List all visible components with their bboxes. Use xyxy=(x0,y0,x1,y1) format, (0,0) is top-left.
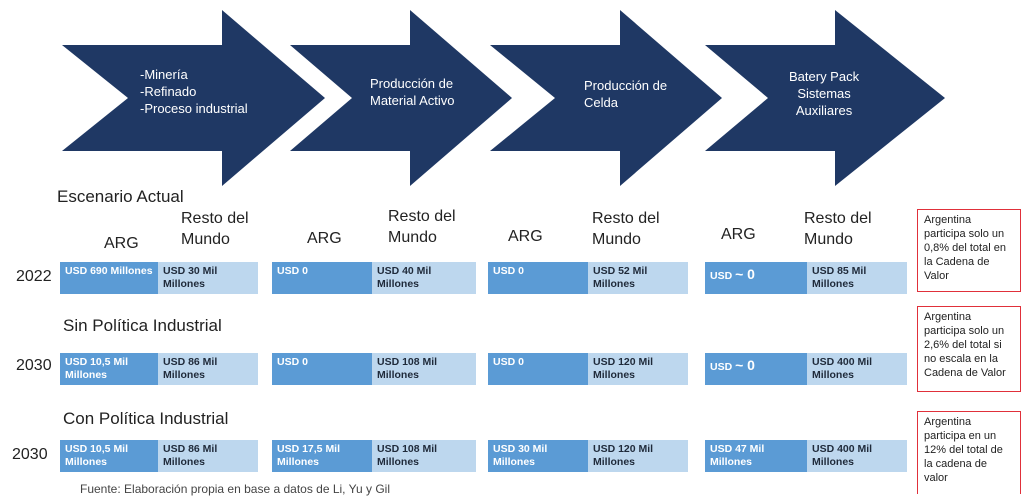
rest-value-cell: USD 108 Mil Millones xyxy=(372,353,476,385)
col-header-rest-4: Resto del Mundo xyxy=(804,210,872,248)
arg-value-cell: USD 30 Mil Millones xyxy=(488,440,588,472)
col-header-arg-3: ARG xyxy=(508,228,543,245)
stage-label-1: -Minería -Refinado -Proceso industrial xyxy=(140,67,248,116)
note-box: Argentina participa solo un 2,6% del tot… xyxy=(917,306,1021,392)
year-label: 2022 xyxy=(16,268,52,285)
col-header-arg-2: ARG xyxy=(307,230,342,247)
rest-value-cell: USD 30 Mil Millones xyxy=(158,262,258,294)
stage-arrow-2 xyxy=(290,10,512,186)
arg-value-cell: USD 0 xyxy=(272,262,372,294)
note-box: Argentina participa en un 12% del total … xyxy=(917,411,1021,494)
col-header-arg-1: ARG xyxy=(104,235,139,252)
arg-value-cell: USD 0 xyxy=(488,262,588,294)
rest-value-cell: USD 52 Mil Millones xyxy=(588,262,688,294)
rest-value-cell: USD 86 Mil Millones xyxy=(158,440,258,472)
rest-value-cell: USD 85 Mil Millones xyxy=(807,262,907,294)
stage-arrow-1 xyxy=(62,10,325,186)
col-header-rest-1: Resto del Mundo xyxy=(181,210,249,248)
rest-value-cell: USD 120 Mil Millones xyxy=(588,353,688,385)
scenario-title: Escenario Actual xyxy=(57,187,184,206)
stage-arrow-4 xyxy=(705,10,945,186)
arg-value-cell: USD 47 Mil Millones xyxy=(705,440,807,472)
arg-value-cell: USD 690 Millones xyxy=(60,262,158,294)
rest-value-cell: USD 400 Mil Millones xyxy=(807,353,907,385)
arg-value-cell: USD 10,5 Mil Millones xyxy=(60,353,158,385)
year-label: 2030 xyxy=(16,357,52,374)
stage-label-4: Batery Pack Sistemas Auxiliares xyxy=(789,69,860,118)
col-header-rest-3: Resto del Mundo xyxy=(592,210,660,248)
rest-value-cell: USD 40 Mil Millones xyxy=(372,262,476,294)
value-chain-arrows xyxy=(62,10,945,186)
stage-label-2: Producción de Material Activo xyxy=(370,76,455,108)
arg-value-cell: USD ~ 0 xyxy=(705,262,807,294)
col-header-arg-4: ARG xyxy=(721,226,756,243)
source-footer: Fuente: Elaboración propia en base a dat… xyxy=(80,482,390,496)
stage-arrow-3 xyxy=(490,10,722,186)
stage-label-3: Producción de Celda xyxy=(584,78,668,110)
arg-value-cell: USD 17,5 Mil Millones xyxy=(272,440,372,472)
arg-value-cell: USD 10,5 Mil Millones xyxy=(60,440,158,472)
arg-value-cell: USD 0 xyxy=(272,353,372,385)
rest-value-cell: USD 108 Mil Millones xyxy=(372,440,476,472)
arg-value-cell: USD ~ 0 xyxy=(705,353,807,385)
arg-value-cell: USD 0 xyxy=(488,353,588,385)
col-header-rest-2: Resto del Mundo xyxy=(388,208,456,246)
scenario-title: Sin Política Industrial xyxy=(63,316,222,335)
note-box: Argentina participa solo un 0,8% del tot… xyxy=(917,209,1021,292)
rest-value-cell: USD 86 Mil Millones xyxy=(158,353,258,385)
rest-value-cell: USD 120 Mil Millones xyxy=(588,440,688,472)
rest-value-cell: USD 400 Mil Millones xyxy=(807,440,907,472)
year-label: 2030 xyxy=(12,446,48,463)
scenario-title: Con Política Industrial xyxy=(63,409,229,428)
